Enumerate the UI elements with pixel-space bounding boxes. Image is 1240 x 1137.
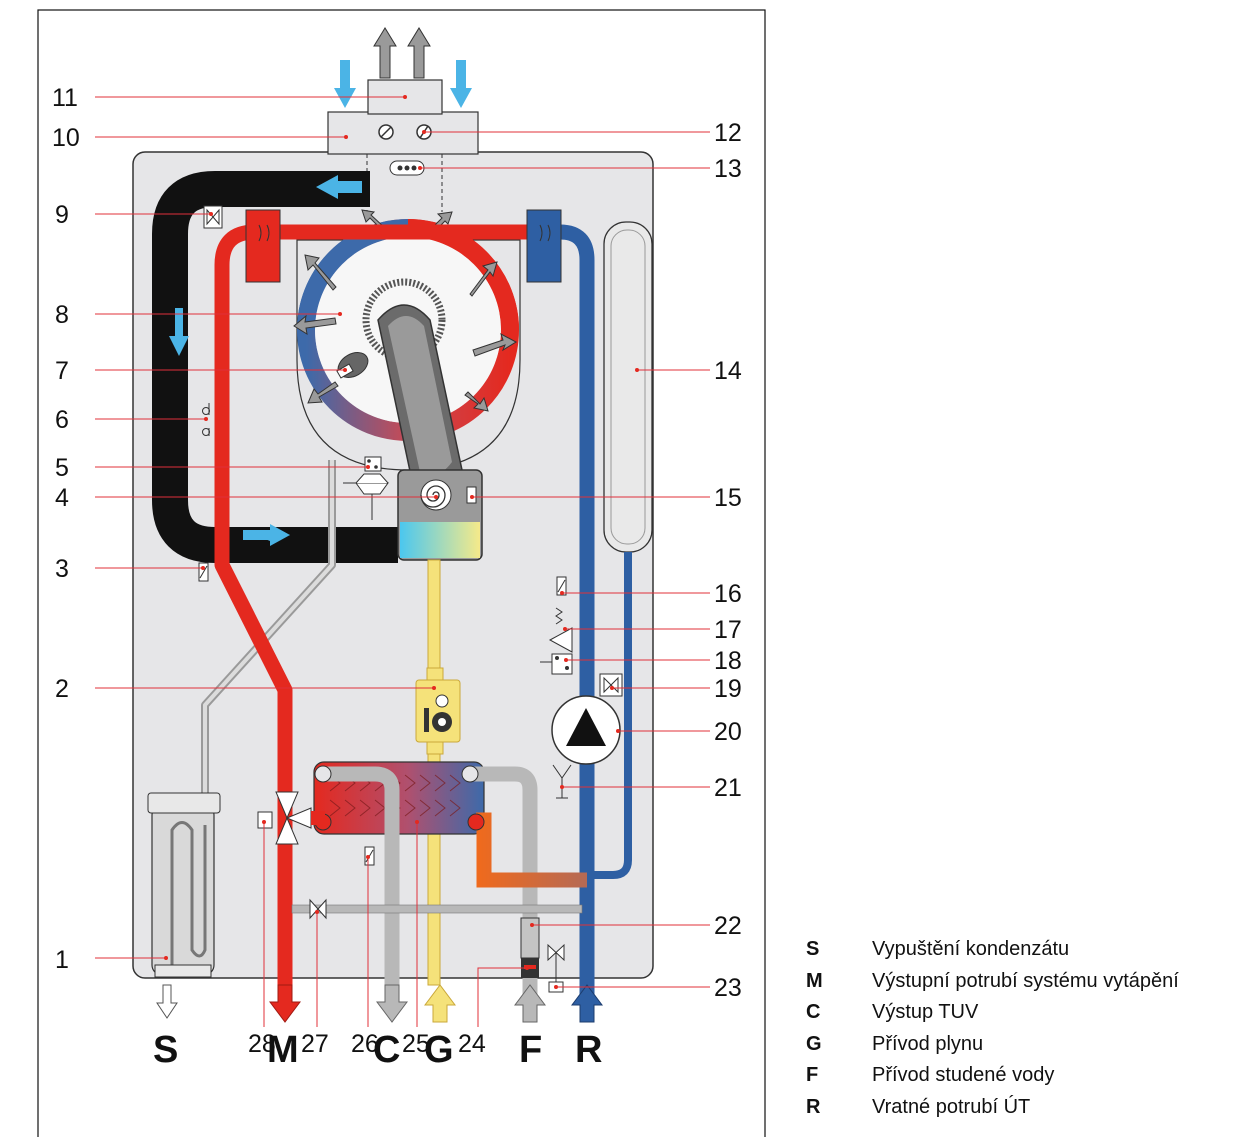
callout-1: 1 (55, 946, 69, 974)
exhaust-arrows (373, 27, 431, 79)
callout-19: 19 (714, 675, 742, 703)
callout-17: 17 (714, 616, 742, 644)
arrow-g (424, 984, 456, 1023)
arrow-s (156, 984, 178, 1019)
arrow-f (514, 984, 546, 1023)
bypass-pipe (291, 904, 583, 914)
flow-switch (520, 917, 540, 959)
fill-valve (309, 898, 327, 920)
legend-text: Výstup TUV (872, 1001, 979, 1024)
flue-adapter (327, 111, 479, 155)
air-flow-arrows (169, 175, 362, 546)
callout-10: 10 (52, 124, 80, 152)
callout-5: 5 (55, 454, 69, 482)
arrow-c (376, 984, 408, 1023)
callout-28: 28 (248, 1030, 276, 1058)
callout-25: 25 (402, 1030, 430, 1058)
connection-r: R (575, 1029, 602, 1071)
safety-valve (548, 607, 573, 653)
return-manifold (526, 209, 562, 283)
callout-27: 27 (301, 1030, 329, 1058)
circulation-pump (551, 695, 621, 765)
callout-9: 9 (55, 201, 69, 229)
callout-7: 7 (55, 357, 69, 385)
callout-26: 26 (351, 1030, 379, 1058)
connection-c: C (373, 1029, 400, 1071)
legend-text: Vratné potrubí ÚT (872, 1095, 1031, 1118)
callout-leaders (95, 95, 710, 1027)
callout-22: 22 (714, 912, 742, 940)
dhw-outlet-pipe (323, 766, 400, 1000)
callout-11: 11 (52, 84, 78, 112)
callout-13: 13 (714, 155, 742, 183)
callout-21: 21 (714, 774, 742, 802)
intake-arrows (334, 60, 472, 108)
legend-code: M (806, 969, 823, 992)
callout-2: 2 (55, 675, 69, 703)
callout-8: 8 (55, 301, 69, 329)
legend-code: G (806, 1032, 822, 1055)
cold-inlet-pipe (470, 766, 538, 995)
legend-row: G Přívod plynu (806, 1029, 1236, 1061)
legend-text: Přívod plynu (872, 1032, 984, 1055)
burner-coil (362, 278, 446, 362)
callout-24: 24 (458, 1030, 486, 1058)
legend: S Vypuštění kondenzátu M Výstupní potrubí … (806, 934, 1236, 1123)
legend-text: Přívod studené vody (872, 1064, 1055, 1087)
callout-12: 12 (714, 119, 742, 147)
callout-15: 15 (714, 484, 742, 512)
legend-row: S Vypuštění kondenzátu (806, 934, 1236, 966)
legend-code: F (806, 1064, 819, 1087)
connection-m: M (267, 1029, 299, 1071)
arrow-r (571, 984, 603, 1023)
legend-row: R Vratné potrubí ÚT (806, 1092, 1236, 1124)
expansion-pipe (587, 552, 632, 879)
auto-air-vent (599, 673, 623, 697)
air-duct (152, 171, 398, 563)
flow-temp-sensor (198, 562, 209, 582)
connection-s: S (153, 1029, 178, 1071)
legend-code: R (806, 1095, 821, 1118)
legend-row: M Výstupní potrubí systému vytápění (806, 966, 1236, 998)
callout-16: 16 (714, 580, 742, 608)
connection-g: G (424, 1029, 454, 1071)
gas-valve (415, 679, 461, 743)
legend-code: C (806, 1001, 821, 1024)
legend-row: C Výstup TUV (806, 997, 1236, 1029)
flow-manifold (245, 209, 281, 283)
callout-14: 14 (714, 357, 742, 385)
callout-4: 4 (55, 484, 69, 512)
legend-text: Výstupní potrubí systému vytápění (872, 969, 1179, 992)
three-way-valve (257, 791, 325, 845)
return-temp-sensor (556, 576, 567, 596)
connection-arrows (156, 984, 603, 1023)
legend-row: F Přívod studené vody (806, 1060, 1236, 1092)
legend-text: Vypuštění kondenzátu (872, 938, 1070, 961)
callout-3: 3 (55, 555, 69, 583)
arrow-m (269, 984, 301, 1023)
callout-20: 20 (714, 718, 742, 746)
legend-code: S (806, 938, 820, 961)
callout-23: 23 (714, 974, 742, 1002)
connection-f: F (519, 1029, 542, 1071)
diagram-frame (37, 9, 766, 1137)
pressure-test-points (202, 403, 210, 436)
callout-18: 18 (714, 647, 742, 675)
callout-6: 6 (55, 406, 69, 434)
heat-arrows (293, 209, 518, 412)
air-vent-top (203, 205, 223, 229)
